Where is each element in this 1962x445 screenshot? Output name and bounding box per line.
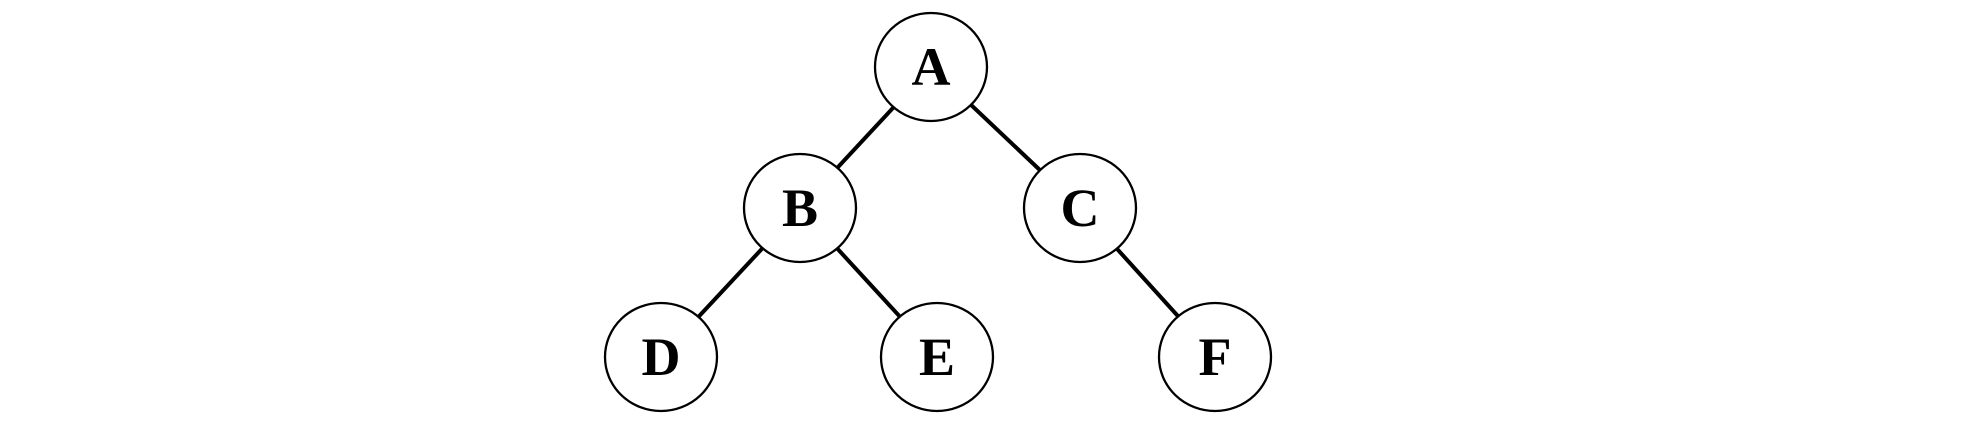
node-E: E: [879, 301, 995, 413]
node-circle-F: [1157, 301, 1273, 413]
node-label-F: F: [1199, 327, 1232, 387]
node-label-D: D: [642, 327, 681, 387]
node-D: D: [603, 301, 719, 413]
node-circle-D: [603, 301, 719, 413]
node-circle-B: [742, 152, 858, 264]
node-C: C: [1022, 152, 1138, 264]
node-label-A: A: [912, 37, 951, 97]
node-label-C: C: [1061, 178, 1100, 238]
node-circle-A: [873, 11, 989, 123]
node-label-B: B: [782, 178, 818, 238]
node-circle-C: [1022, 152, 1138, 264]
node-label-E: E: [919, 327, 955, 387]
node-A: A: [873, 11, 989, 123]
node-B: B: [742, 152, 858, 264]
node-circle-E: [879, 301, 995, 413]
node-F: F: [1157, 301, 1273, 413]
